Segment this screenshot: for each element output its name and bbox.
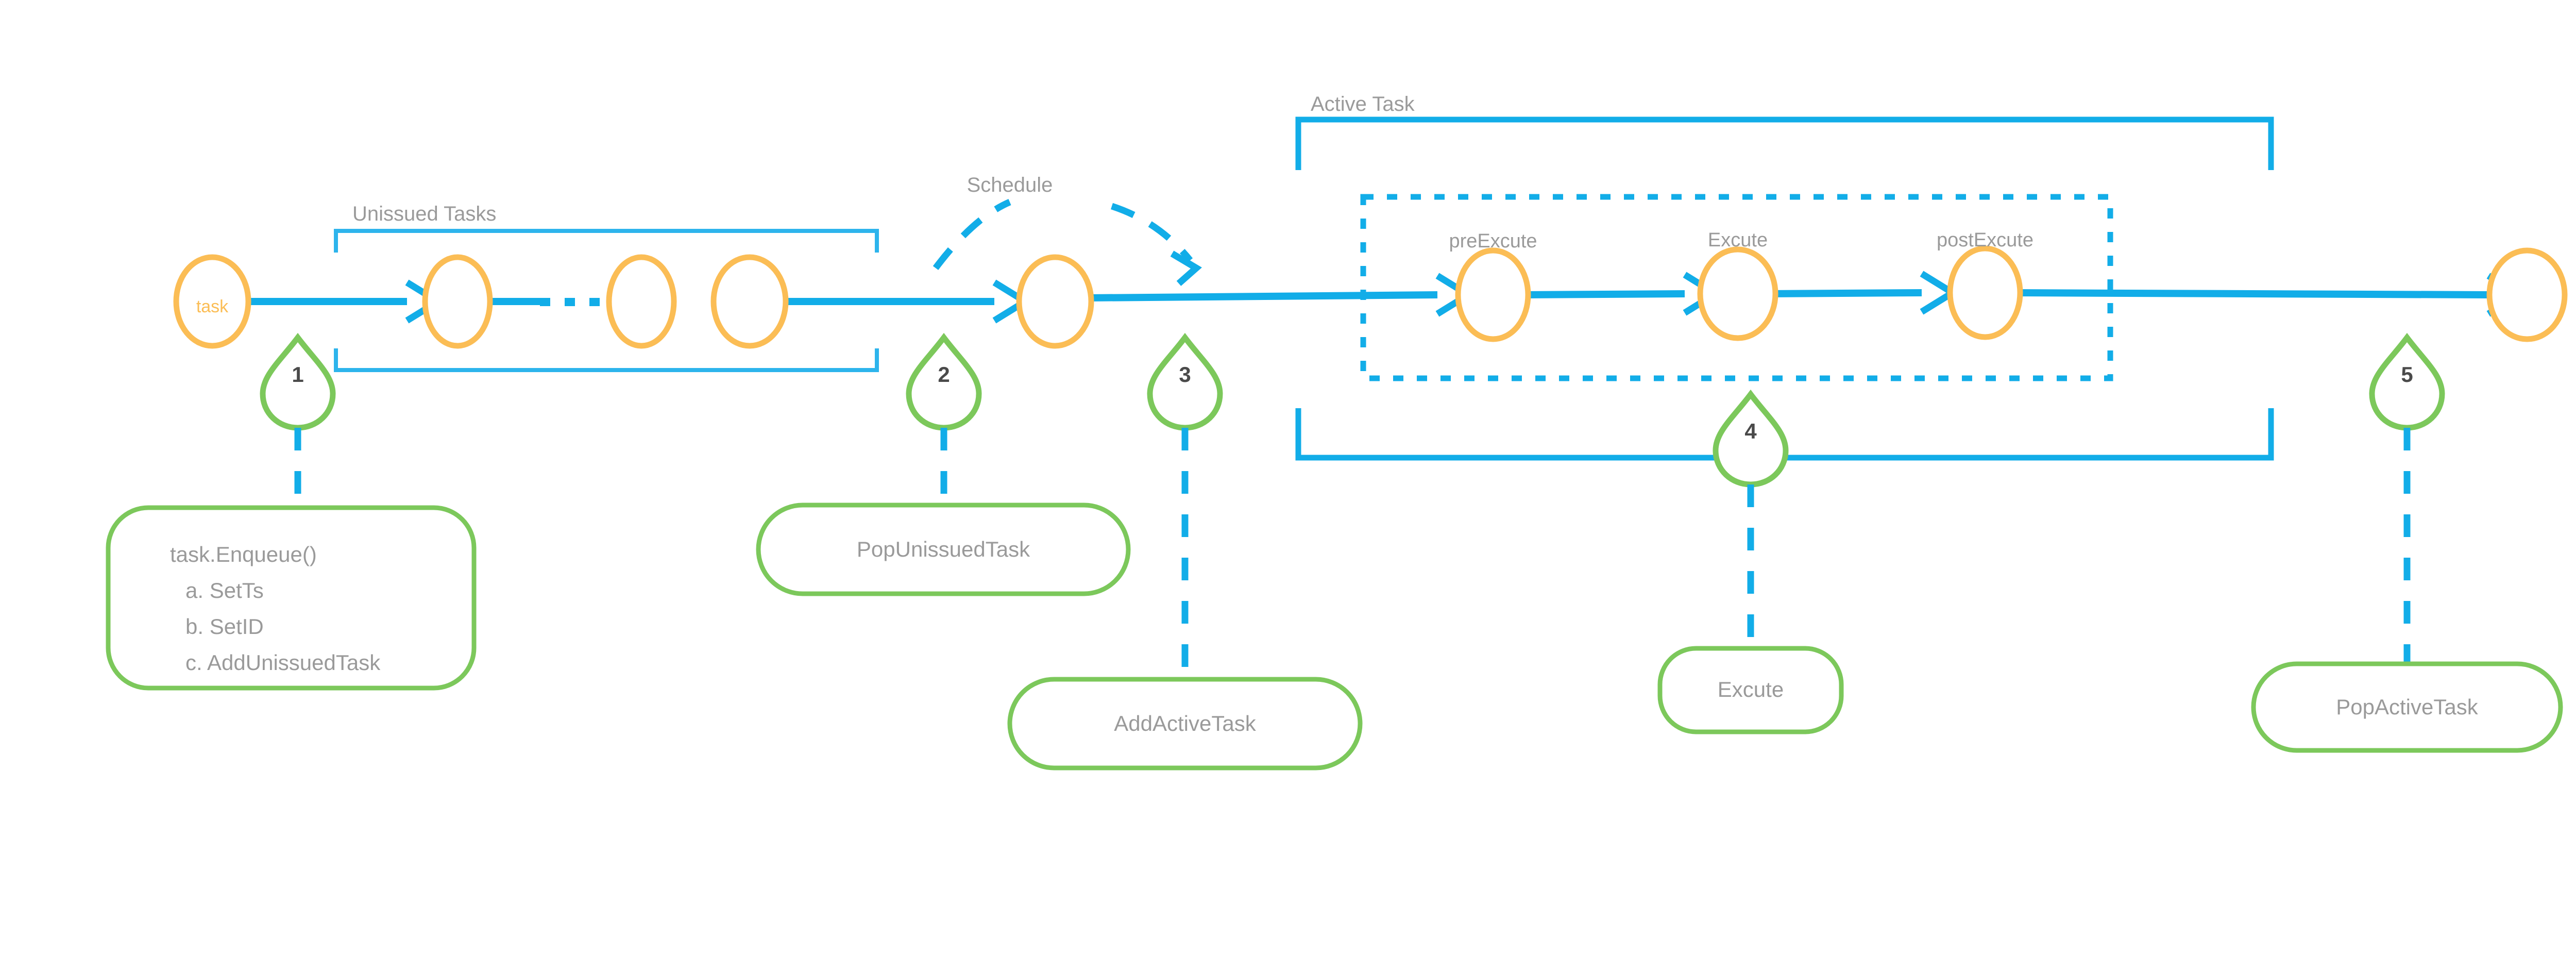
node-scheduled[interactable] bbox=[1016, 254, 1094, 349]
schedule-annotation bbox=[933, 199, 1202, 286]
pin-2-number: 2 bbox=[938, 362, 950, 387]
callout-add-active-box bbox=[1007, 677, 1363, 771]
execution-phase-box bbox=[1360, 194, 2113, 381]
node-pre-excute[interactable] bbox=[1455, 247, 1531, 342]
pin-marker-2[interactable]: 2 bbox=[906, 332, 982, 431]
callout-add-active[interactable]: AddActiveTask bbox=[1007, 677, 1363, 771]
pin-marker-5[interactable]: 5 bbox=[2369, 332, 2445, 431]
pin-marker-4[interactable]: 4 bbox=[1713, 389, 1789, 488]
bracket-unissued-tasks bbox=[334, 229, 879, 372]
callout-pop-active[interactable]: PopActiveTask bbox=[2251, 661, 2563, 753]
queue-ellipsis-icon bbox=[540, 298, 600, 306]
node-queue-2[interactable] bbox=[606, 254, 677, 349]
callout-enqueue-line-4: c. AddUnissuedTask bbox=[185, 650, 381, 675]
callout-pop-active-label: PopActiveTask bbox=[2336, 695, 2478, 719]
pin-5-number: 5 bbox=[2401, 362, 2413, 387]
label-excute: Excute bbox=[1708, 229, 1768, 251]
node-post-excute[interactable] bbox=[1947, 245, 2023, 340]
pin-1-number: 1 bbox=[292, 362, 303, 387]
callout-pop-active-box bbox=[2251, 661, 2563, 753]
main-flow-line bbox=[247, 289, 2489, 305]
callout-enqueue-line-2: a. SetTs bbox=[185, 578, 264, 602]
pin-4-number: 4 bbox=[1744, 419, 1757, 443]
callout-enqueue-line-1: task.Enqueue() bbox=[170, 542, 317, 566]
node-task-label: task bbox=[196, 297, 229, 316]
callout-excute-label: Excute bbox=[1718, 677, 1784, 701]
node-queue-1[interactable] bbox=[422, 254, 493, 349]
node-excute[interactable] bbox=[1697, 246, 1778, 341]
callout-pop-unissued-box bbox=[756, 503, 1131, 596]
callout-enqueue-box bbox=[106, 505, 477, 691]
label-unissued-tasks: Unissued Tasks bbox=[352, 203, 496, 225]
callout-add-active-label: AddActiveTask bbox=[1114, 711, 1256, 735]
callout-enqueue-line-3: b. SetID bbox=[185, 614, 264, 639]
node-task[interactable] bbox=[173, 254, 251, 349]
callout-pop-unissued[interactable]: PopUnissuedTask bbox=[756, 503, 1131, 596]
pin-marker-3[interactable]: 3 bbox=[1147, 332, 1223, 431]
label-active-task: Active Task bbox=[1311, 93, 1415, 115]
schedule-arc-left bbox=[933, 199, 1011, 270]
label-post-excute: postExcute bbox=[1937, 229, 2033, 251]
schedule-arrow-head-icon bbox=[1170, 250, 1202, 286]
callout-pop-unissued-label: PopUnissuedTask bbox=[857, 537, 1030, 561]
bracket-unissued-top bbox=[334, 229, 879, 253]
flow-nodes bbox=[173, 245, 2568, 349]
node-done[interactable] bbox=[2486, 247, 2568, 342]
schedule-arc-right bbox=[1110, 203, 1193, 263]
bracket-active-top bbox=[1295, 116, 2274, 170]
callout-excute-box bbox=[1657, 646, 1844, 734]
label-pre-excute: preExcute bbox=[1449, 230, 1537, 252]
bracket-active-task bbox=[1295, 116, 2274, 461]
pin-marker-1[interactable]: 1 bbox=[260, 332, 336, 431]
node-queue-3[interactable] bbox=[710, 254, 789, 349]
bracket-unissued-bottom bbox=[334, 348, 879, 372]
label-schedule: Schedule bbox=[967, 174, 1053, 196]
callout-excute[interactable]: Excute bbox=[1657, 646, 1844, 734]
pin-3-number: 3 bbox=[1179, 362, 1191, 387]
callout-enqueue[interactable]: task.Enqueue() a. SetTs b. SetID c. AddU… bbox=[106, 505, 477, 691]
